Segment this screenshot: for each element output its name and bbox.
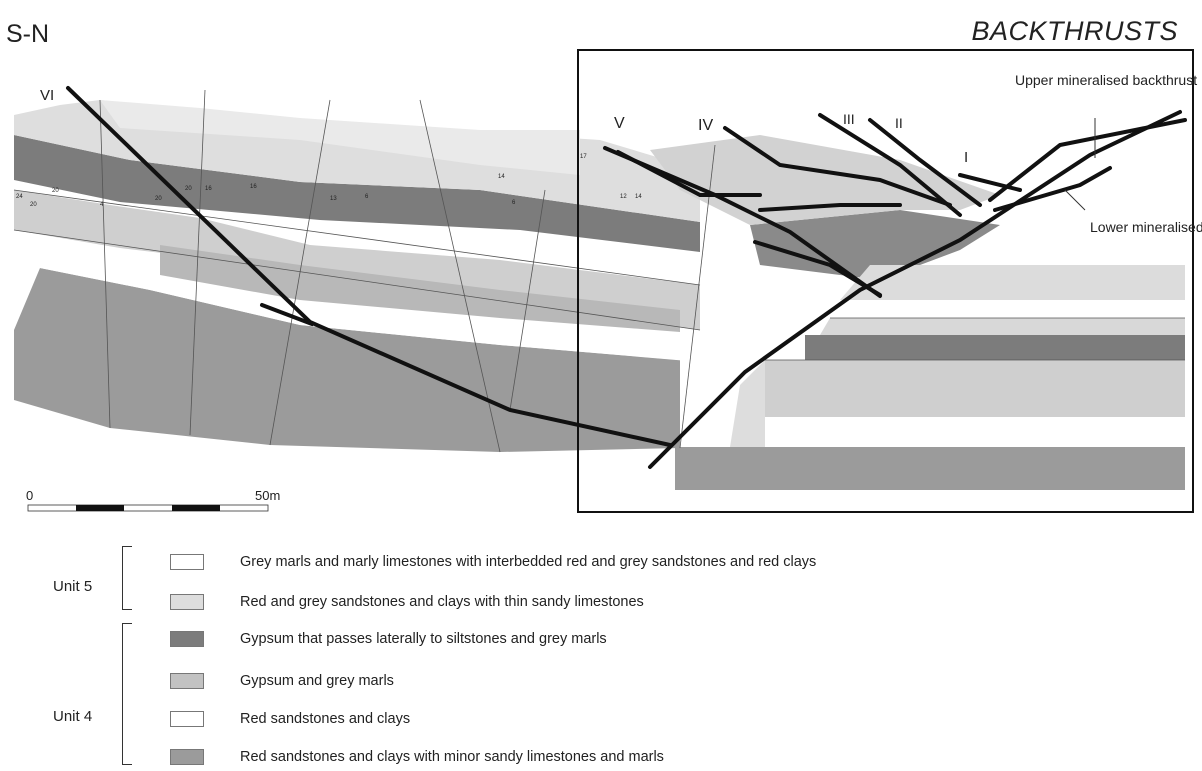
thrust-label-iii: III <box>843 111 855 127</box>
callout-lower-text: Lower mineralised backthrust <box>1090 219 1202 235</box>
dip-value: 16 <box>250 184 257 190</box>
thrust-label-i: I <box>964 149 968 166</box>
legend-text: Red sandstones and clays with minor sand… <box>240 749 664 765</box>
lower-branch <box>753 240 882 297</box>
right-white-band-2 <box>765 417 1185 447</box>
legend-swatch <box>170 749 204 765</box>
legend-text: Gypsum that passes laterally to siltston… <box>240 631 607 647</box>
dip-value: 6 <box>512 200 516 206</box>
dip-value: 13 <box>330 196 337 202</box>
legend-item: Red and grey sandstones and clays with t… <box>170 592 644 612</box>
legend-swatch <box>170 673 204 689</box>
right-white-band <box>830 300 1185 318</box>
dip-value: 4 <box>100 202 104 208</box>
block-lines <box>13 89 1185 453</box>
legend-item: Red sandstones and clays with minor sand… <box>170 747 664 767</box>
legend-swatch <box>170 554 204 570</box>
legend-text: Red and grey sandstones and clays with t… <box>240 594 644 610</box>
scale-bar: 0 50m <box>26 488 280 512</box>
right-light-band-2 <box>820 318 1185 335</box>
legend-text: Red sandstones and clays <box>240 711 411 727</box>
callout-upper-text: Upper mineralised backthrust <box>1015 72 1197 88</box>
right-wedge <box>730 360 765 447</box>
legend-swatch <box>170 594 204 610</box>
right-base-band <box>675 447 1185 490</box>
thrust-i <box>958 173 1022 192</box>
dip-value: 20 <box>185 186 192 192</box>
right-light-band-3 <box>765 360 1185 417</box>
thrust-label-iv: IV <box>698 117 713 134</box>
right-dark-band <box>805 335 1185 360</box>
dip-value: 20 <box>155 196 162 202</box>
right-dark-top <box>750 210 1000 280</box>
orientation-label: S-N <box>6 20 50 48</box>
unit-5-brace <box>122 546 132 610</box>
thrust-iii <box>818 113 962 217</box>
upper-backthrust <box>988 118 1187 202</box>
unit-5-label: Unit 5 <box>53 578 93 595</box>
scale-end: 50m <box>255 488 280 503</box>
dip-value: 6 <box>365 194 369 200</box>
layer-mid-grey <box>160 245 680 332</box>
layer-top-pale <box>100 100 580 175</box>
legend-item: Gypsum that passes laterally to siltston… <box>170 629 607 649</box>
unit-4-brace <box>122 623 132 765</box>
thrust-v <box>603 146 882 298</box>
thrust-label-ii: II <box>895 115 903 131</box>
dip-value: 20 <box>30 202 37 208</box>
dip-value: 20 <box>52 188 59 194</box>
callout-upper: Upper mineralised backthrust <box>1015 72 1197 88</box>
dip-value: 16 <box>205 186 212 192</box>
legend-swatch <box>170 711 204 727</box>
legend-item: Red sandstones and clays <box>170 709 410 729</box>
dip-value: 24 <box>16 194 23 200</box>
legend-item: Grey marls and marly limestones with int… <box>170 552 816 572</box>
thrust-faults <box>66 86 1187 469</box>
dip-value: 12 <box>620 194 627 200</box>
legend-swatch <box>170 631 204 647</box>
dip-values: 24 20 20 4 20 20 16 16 13 6 14 6 12 14 1… <box>16 154 642 208</box>
thrust-iv <box>723 126 952 207</box>
legend-item: Gypsum and grey marls <box>170 671 394 691</box>
thrust-vi <box>66 86 672 447</box>
scale-start: 0 <box>26 488 33 503</box>
dip-value: 17 <box>580 154 587 160</box>
legend-text: Grey marls and marly limestones with int… <box>240 554 817 570</box>
thrust-iv-branch <box>758 203 902 212</box>
right-light-band <box>840 265 1185 300</box>
dip-value: 14 <box>498 174 505 180</box>
cross-section: VI V IV III II I Upper mineralised backt… <box>13 49 1202 513</box>
main-detachment <box>648 110 1182 469</box>
layer-base <box>14 268 680 452</box>
thrust-ii <box>868 118 982 207</box>
dip-value: 14 <box>635 194 642 200</box>
legend-text: Gypsum and grey marls <box>240 673 394 689</box>
thrust-label-v: V <box>614 115 625 132</box>
thrust-label-vi: VI <box>40 87 54 104</box>
unit-4-label: Unit 4 <box>53 708 93 725</box>
callout-lower: Lower mineralised backthrust <box>1090 219 1202 235</box>
layer-gypsum-dark <box>14 135 700 252</box>
lower-backthrust <box>993 166 1112 212</box>
figure-title: BACKTHRUSTS <box>971 16 1178 46</box>
thrust-v-branch <box>616 150 762 197</box>
right-light-top <box>650 135 1000 225</box>
backthrust-frame <box>577 49 1194 513</box>
